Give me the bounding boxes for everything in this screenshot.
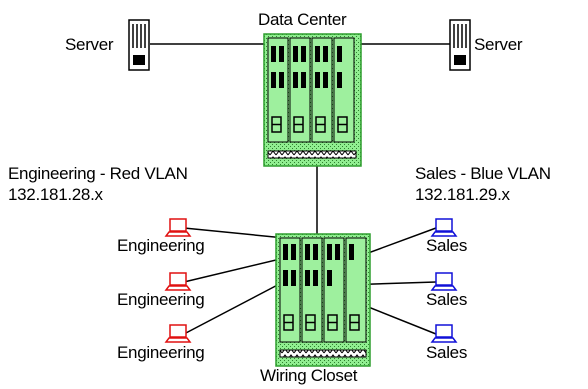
sales-host-2-label: Sales	[426, 290, 468, 309]
server-right[interactable]	[449, 19, 471, 71]
sales-host-1[interactable]	[430, 218, 458, 237]
engineering-host-3[interactable]	[164, 324, 192, 343]
sales-host-2[interactable]	[430, 272, 458, 291]
data-center-label: Data Center	[258, 10, 347, 29]
red-vlan-name: Engineering - Red VLAN	[8, 164, 188, 183]
server-right-label: Server	[474, 35, 523, 54]
red-vlan-subnet: 132.181.28.x	[8, 185, 103, 204]
wiring-closet-switch[interactable]	[275, 233, 371, 367]
blue-vlan-subnet: 132.181.29.x	[415, 185, 510, 204]
blue-vlan-name: Sales - Blue VLAN	[415, 164, 551, 183]
wiring-closet-label: Wiring Closet	[260, 366, 358, 385]
sales-host-3[interactable]	[430, 324, 458, 343]
engineering-host-2-label: Engineering	[117, 290, 205, 309]
server-left[interactable]	[128, 19, 150, 71]
data-center-switch[interactable]	[263, 33, 362, 167]
sales-host-1-label: Sales	[426, 236, 468, 255]
server-left-label: Server	[65, 35, 114, 54]
engineering-host-2[interactable]	[164, 272, 192, 291]
engineering-host-3-label: Engineering	[117, 343, 205, 362]
sales-host-3-label: Sales	[426, 343, 468, 362]
engineering-host-1[interactable]	[164, 218, 192, 237]
engineering-host-1-label: Engineering	[117, 236, 205, 255]
